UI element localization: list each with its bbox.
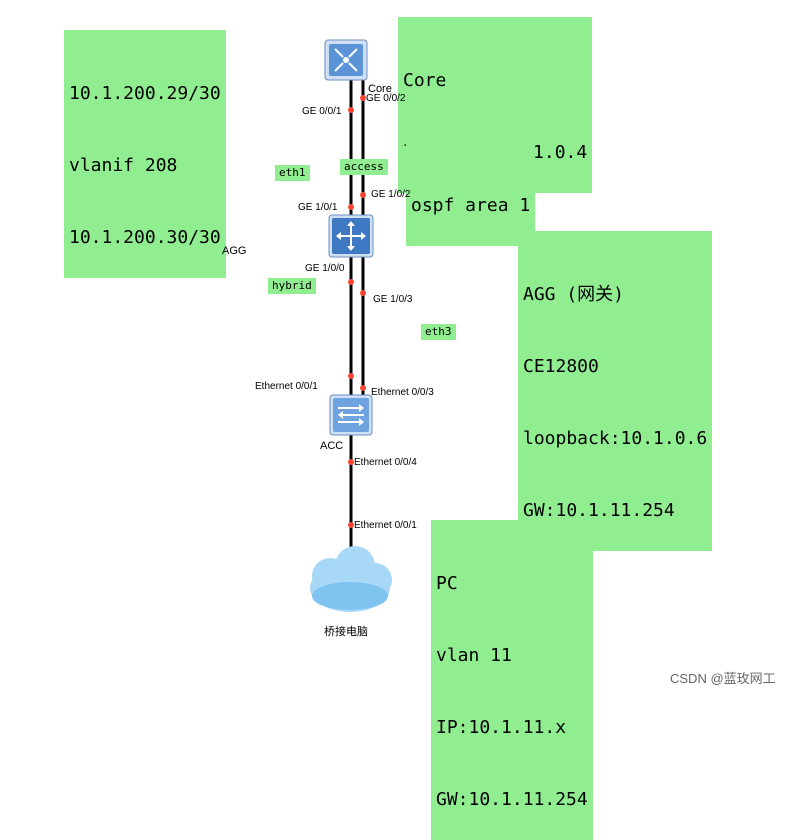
pc-note: PC vlan 11 IP:10.1.11.x GW:10.1.11.254 bbox=[431, 520, 593, 840]
core-switch-icon bbox=[324, 39, 368, 81]
port-label-cloud-eth001: Ethernet 0/0/1 bbox=[354, 520, 417, 531]
port-dot bbox=[348, 373, 354, 379]
watermark: CSDN @蓝玫网工 bbox=[670, 671, 776, 686]
topology-diagram bbox=[310, 39, 392, 612]
cloud-icon bbox=[310, 546, 392, 612]
vlanif-note: 10.1.200.29/30 vlanif 208 10.1.200.30/30 bbox=[64, 30, 226, 278]
port-dot bbox=[360, 192, 366, 198]
port-label-core-ge002: GE 0/0/2 bbox=[366, 93, 406, 104]
hybrid-tag: hybrid bbox=[268, 278, 316, 294]
agg-note-line: loopback:10.1.0.6 bbox=[523, 428, 708, 449]
pc-note-line: vlan 11 bbox=[436, 645, 512, 666]
port-label-acc-eth003: Ethernet 0/0/3 bbox=[371, 387, 434, 398]
port-dot bbox=[348, 459, 354, 465]
port-dot bbox=[348, 279, 354, 285]
ospf-note-line: ospf area 1 bbox=[411, 195, 531, 216]
port-label-agg-ge102: GE 1/0/2 bbox=[371, 189, 411, 200]
agg-note-line: GW:10.1.11.254 bbox=[523, 500, 675, 521]
vlanif-note-line: 10.1.200.29/30 bbox=[69, 83, 221, 104]
port-label-agg-ge103: GE 1/0/3 bbox=[373, 294, 413, 305]
port-label-core-ge001: GE 0/0/1 bbox=[302, 106, 342, 117]
agg-note-line: AGG (网关) bbox=[523, 284, 625, 305]
port-label-agg-ge101: GE 1/0/1 bbox=[298, 202, 338, 213]
port-dot bbox=[348, 204, 354, 210]
eth1-tag: eth1 bbox=[275, 165, 310, 181]
agg-note: AGG (网关) CE12800 loopback:10.1.0.6 GW:10… bbox=[518, 231, 713, 551]
vlanif-note-line: 10.1.200.30/30 bbox=[69, 227, 221, 248]
port-label-acc-eth004: Ethernet 0/0/4 bbox=[354, 457, 417, 468]
pc-note-line: PC bbox=[436, 573, 458, 594]
cloud-device-label: 桥接电脑 bbox=[324, 626, 368, 638]
port-dot bbox=[348, 107, 354, 113]
agg-switch-icon bbox=[328, 214, 374, 258]
port-label-acc-eth001: Ethernet 0/0/1 bbox=[255, 381, 318, 392]
port-dot bbox=[360, 385, 366, 391]
access-tag: access bbox=[340, 159, 388, 175]
pc-note-line: IP:10.1.11.x bbox=[436, 717, 567, 738]
core-note-line: Core bbox=[403, 70, 447, 91]
agg-note-line: CE12800 bbox=[523, 356, 599, 377]
ospf-note: ospf area 1 bbox=[406, 142, 536, 246]
acc-device-label: ACC bbox=[320, 440, 344, 452]
agg-device-label: AGG bbox=[222, 245, 247, 257]
port-label-agg-ge100: GE 1/0/0 bbox=[305, 263, 345, 274]
core-device-label: Core bbox=[368, 83, 392, 95]
port-dot bbox=[348, 522, 354, 528]
eth3-tag: eth3 bbox=[421, 324, 456, 340]
acc-switch-icon bbox=[329, 394, 373, 436]
vlanif-note-line: vlanif 208 bbox=[69, 155, 178, 176]
port-dot bbox=[360, 290, 366, 296]
pc-note-line: GW:10.1.11.254 bbox=[436, 789, 588, 810]
port-dot bbox=[360, 95, 366, 101]
